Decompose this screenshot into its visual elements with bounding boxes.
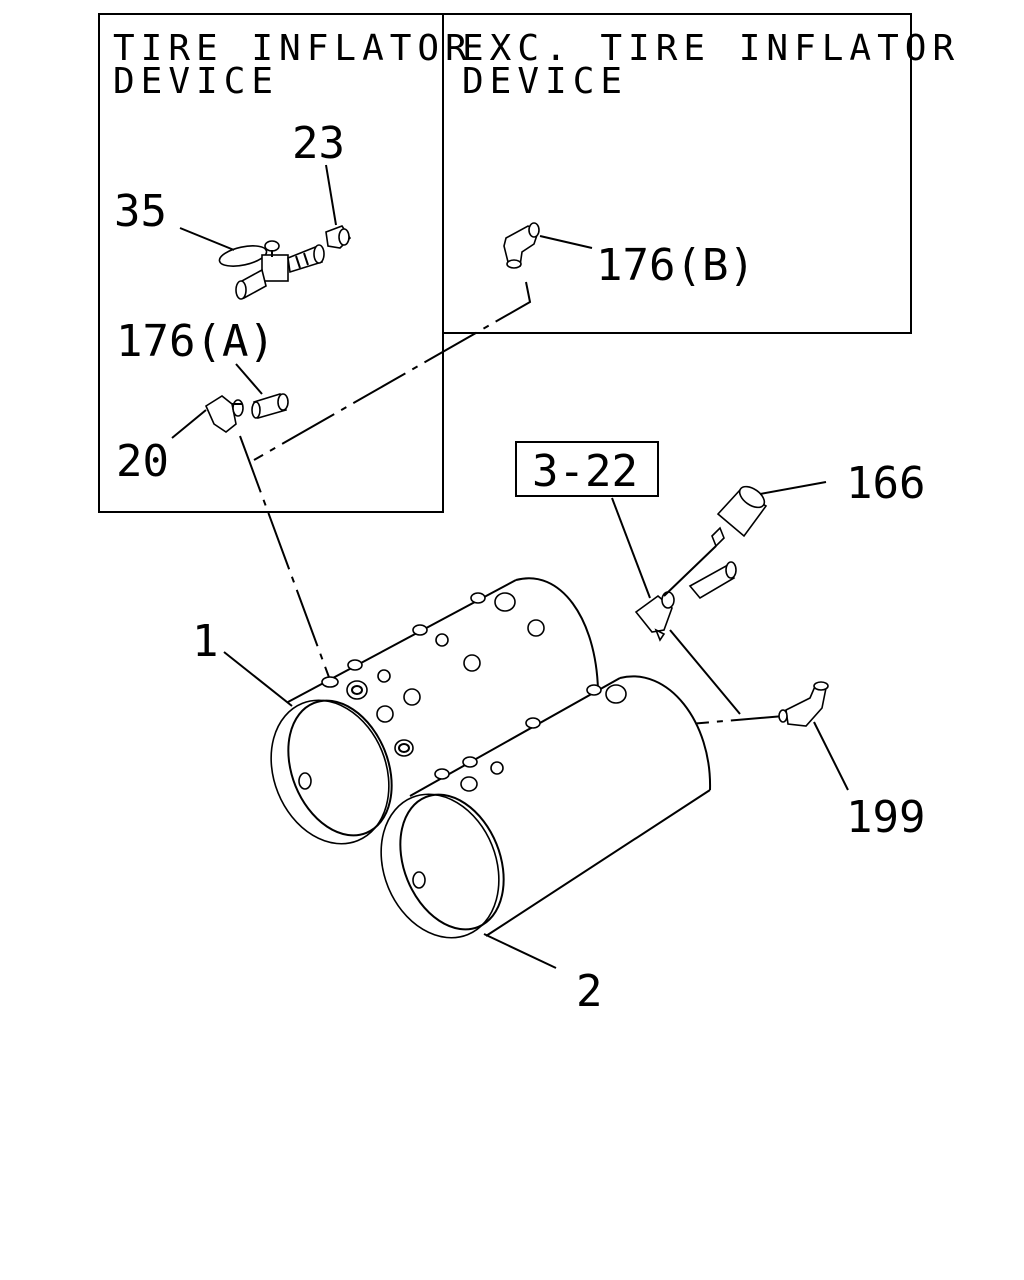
callout-35: 35 bbox=[114, 186, 167, 237]
leader-1 bbox=[223, 651, 293, 707]
callout-176a: 176(A) bbox=[116, 316, 275, 367]
callout-2: 2 bbox=[576, 966, 603, 1017]
leader-176a bbox=[235, 363, 263, 395]
leader-176b bbox=[539, 235, 593, 249]
leader-tee-tank bbox=[669, 629, 741, 715]
reference-box-label: 3-22 bbox=[532, 446, 638, 497]
air-tank-1 bbox=[270, 577, 600, 845]
leader-35 bbox=[179, 227, 235, 251]
connector-176a-part bbox=[251, 393, 289, 419]
elbow-20-part bbox=[204, 395, 244, 433]
leader-166 bbox=[759, 481, 827, 495]
callout-166: 166 bbox=[846, 458, 925, 509]
leader-199 bbox=[813, 721, 849, 791]
right-inset-frame bbox=[443, 13, 912, 334]
callout-199: 199 bbox=[846, 792, 925, 843]
connection-20-tank bbox=[239, 435, 331, 681]
air-tank-2 bbox=[380, 675, 712, 939]
callout-20: 20 bbox=[116, 436, 169, 487]
nut-part bbox=[325, 225, 352, 249]
leader-3-22 bbox=[611, 497, 651, 599]
callout-23: 23 bbox=[292, 118, 345, 169]
right-inset-title-2: DEVICE bbox=[462, 61, 628, 102]
callout-1: 1 bbox=[192, 616, 219, 667]
valve-cock-part bbox=[218, 240, 325, 300]
reference-box bbox=[515, 441, 659, 497]
pressure-switch-166-part bbox=[634, 485, 768, 642]
right-inset-title-1: EXC. TIRE INFLATOR bbox=[462, 28, 960, 69]
elbow-199-part bbox=[778, 681, 829, 727]
elbow-176b-part bbox=[503, 222, 540, 269]
callout-176b: 176(B) bbox=[596, 240, 755, 291]
leader-20 bbox=[171, 409, 207, 439]
connection-176b bbox=[253, 281, 532, 461]
left-inset-title-1: TIRE INFLATOR bbox=[113, 28, 473, 69]
leader-2 bbox=[483, 933, 557, 969]
leader-23 bbox=[325, 164, 337, 226]
left-inset-title-2: DEVICE bbox=[113, 61, 279, 102]
left-inset-frame bbox=[98, 13, 444, 513]
